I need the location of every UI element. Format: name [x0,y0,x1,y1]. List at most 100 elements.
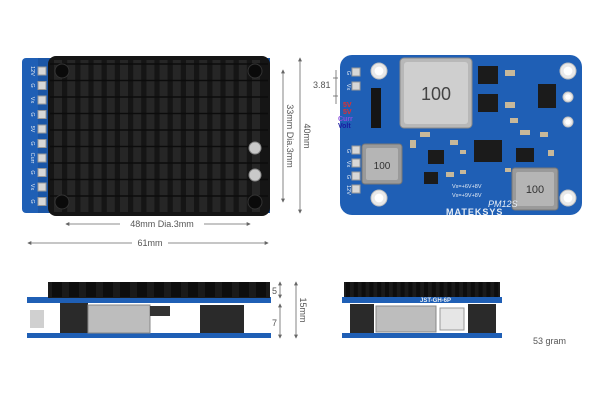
heatsink-fin [199,60,208,212]
heatsink-fin-side [137,282,147,297]
solder-pad [37,197,47,206]
heatsink-fin-side [439,282,444,297]
heatsink-fin-side [171,282,181,297]
pad-label: G [29,112,35,116]
mounting-hole-center [374,193,384,203]
pad-label: 12V [29,66,35,76]
dim-side-total: 15mm [298,297,308,322]
heatsink-fin-side [103,282,113,297]
heatsink-fin [159,60,168,212]
heatsink-fin-side [256,282,266,297]
label-curr: Curr [338,116,353,123]
solder-pad [351,184,361,194]
heatsink-fin-side [431,282,436,297]
jst-connector [439,307,465,331]
pad-label: Vx [29,184,35,191]
heatsink-fin-side [154,282,164,297]
smd-component [420,132,430,137]
heatsink-fin-side [377,282,382,297]
dimension-side: 5 7 15mm [272,281,308,339]
heatsink-fin [67,60,76,212]
heatsink-fin-side [463,282,467,297]
dimension-edge-offset: 3.81 [313,70,338,104]
side-view-left [27,282,271,338]
heatsink-fin-side [424,282,428,297]
mounting-hole-center [565,119,571,125]
pad-label: G [29,83,35,87]
heatsink-fin-side [385,282,389,297]
solder-pad [37,81,47,90]
heatsink-fin-side [455,282,460,297]
mounting-hole-center [563,66,573,76]
solder-pad [37,110,47,119]
pad-label: 5V [29,126,35,133]
heatsink-fin [106,60,115,212]
brand-label: MATEKSYS [446,207,503,217]
heatsink-fin-side [120,282,130,297]
pad-label: 12V [345,185,351,195]
heatsink-fin [133,60,142,212]
pad-label: G [29,199,35,203]
heatsink-fin [120,60,128,212]
smd-component [540,132,548,137]
dim-side-bottom: 7 [272,318,277,328]
label-5v-a: 5V [343,102,352,109]
solder-pad [37,66,47,76]
model-label: PM12S [488,199,518,209]
mounting-hole-center [565,94,571,100]
heatsink-fin-side [353,282,358,297]
mounting-hole-center [374,66,384,76]
smd-component [510,118,518,123]
heatsink-fin [172,60,181,212]
pad-label: Vx [345,84,351,91]
solder-pad [351,67,361,77]
pad-label: G [345,149,351,153]
solder-pad [351,171,361,181]
heatsink-fin-side [69,282,79,297]
heatsink-fin [146,60,155,212]
solder-pad [37,168,47,177]
pad-label: G [29,141,35,145]
weight-label: 53 gram [533,336,566,346]
heatsink-fin [80,60,89,212]
smd-component [460,150,466,154]
solder-pad [351,145,361,155]
smd-component [505,102,515,108]
solder-pad [37,139,47,148]
solder-pad [351,81,361,91]
heatsink-fin-side [222,282,232,297]
vx-note-2: Vx=+9V+8V [452,193,482,199]
connector-label: JST-GH-6P [420,298,451,304]
heatsink-fin-side [486,282,491,297]
smd-component [450,140,458,145]
heatsink-fin [252,60,260,212]
heatsink-fin-side [361,282,366,297]
solder-pad [351,158,361,168]
pad-label: G [345,175,351,179]
heatsink-fin-side [392,282,397,297]
dimension-lines-left: 48mm Dia.3mm 61mm 33mm Dia.3mm 40mm [27,57,312,248]
heatsink-fin-side [494,282,499,297]
heatsink-fin-side [52,282,62,297]
heatsink-fin-side [205,282,215,297]
dim-hole-height: 33mm Dia.3mm [285,104,295,168]
heatsink-fin-side [416,282,421,297]
solder-pad [37,153,47,163]
component-board-top-view: 100 100 100 5V 5V Curr Volt PM12S MATEKS… [338,55,582,217]
heatsink-fin-side [369,282,374,297]
vx-note-1: Vx=+6V+8V [452,184,482,190]
solder-pad [37,124,47,134]
heatsink-fin [238,60,247,212]
inductor-small-label: 100 [374,161,391,172]
smd-component [505,70,515,76]
pad-label: Curr [29,153,35,164]
side-view-right: JST-GH-6P [342,282,502,338]
dim-total-height: 40mm [302,123,312,148]
solder-pad [37,182,47,192]
dim-heatsink-width: 48mm Dia.3mm [130,219,194,229]
heatsink-fin [186,60,194,212]
heatsink-fin-side [408,282,413,297]
heatsink-fin [93,60,102,212]
